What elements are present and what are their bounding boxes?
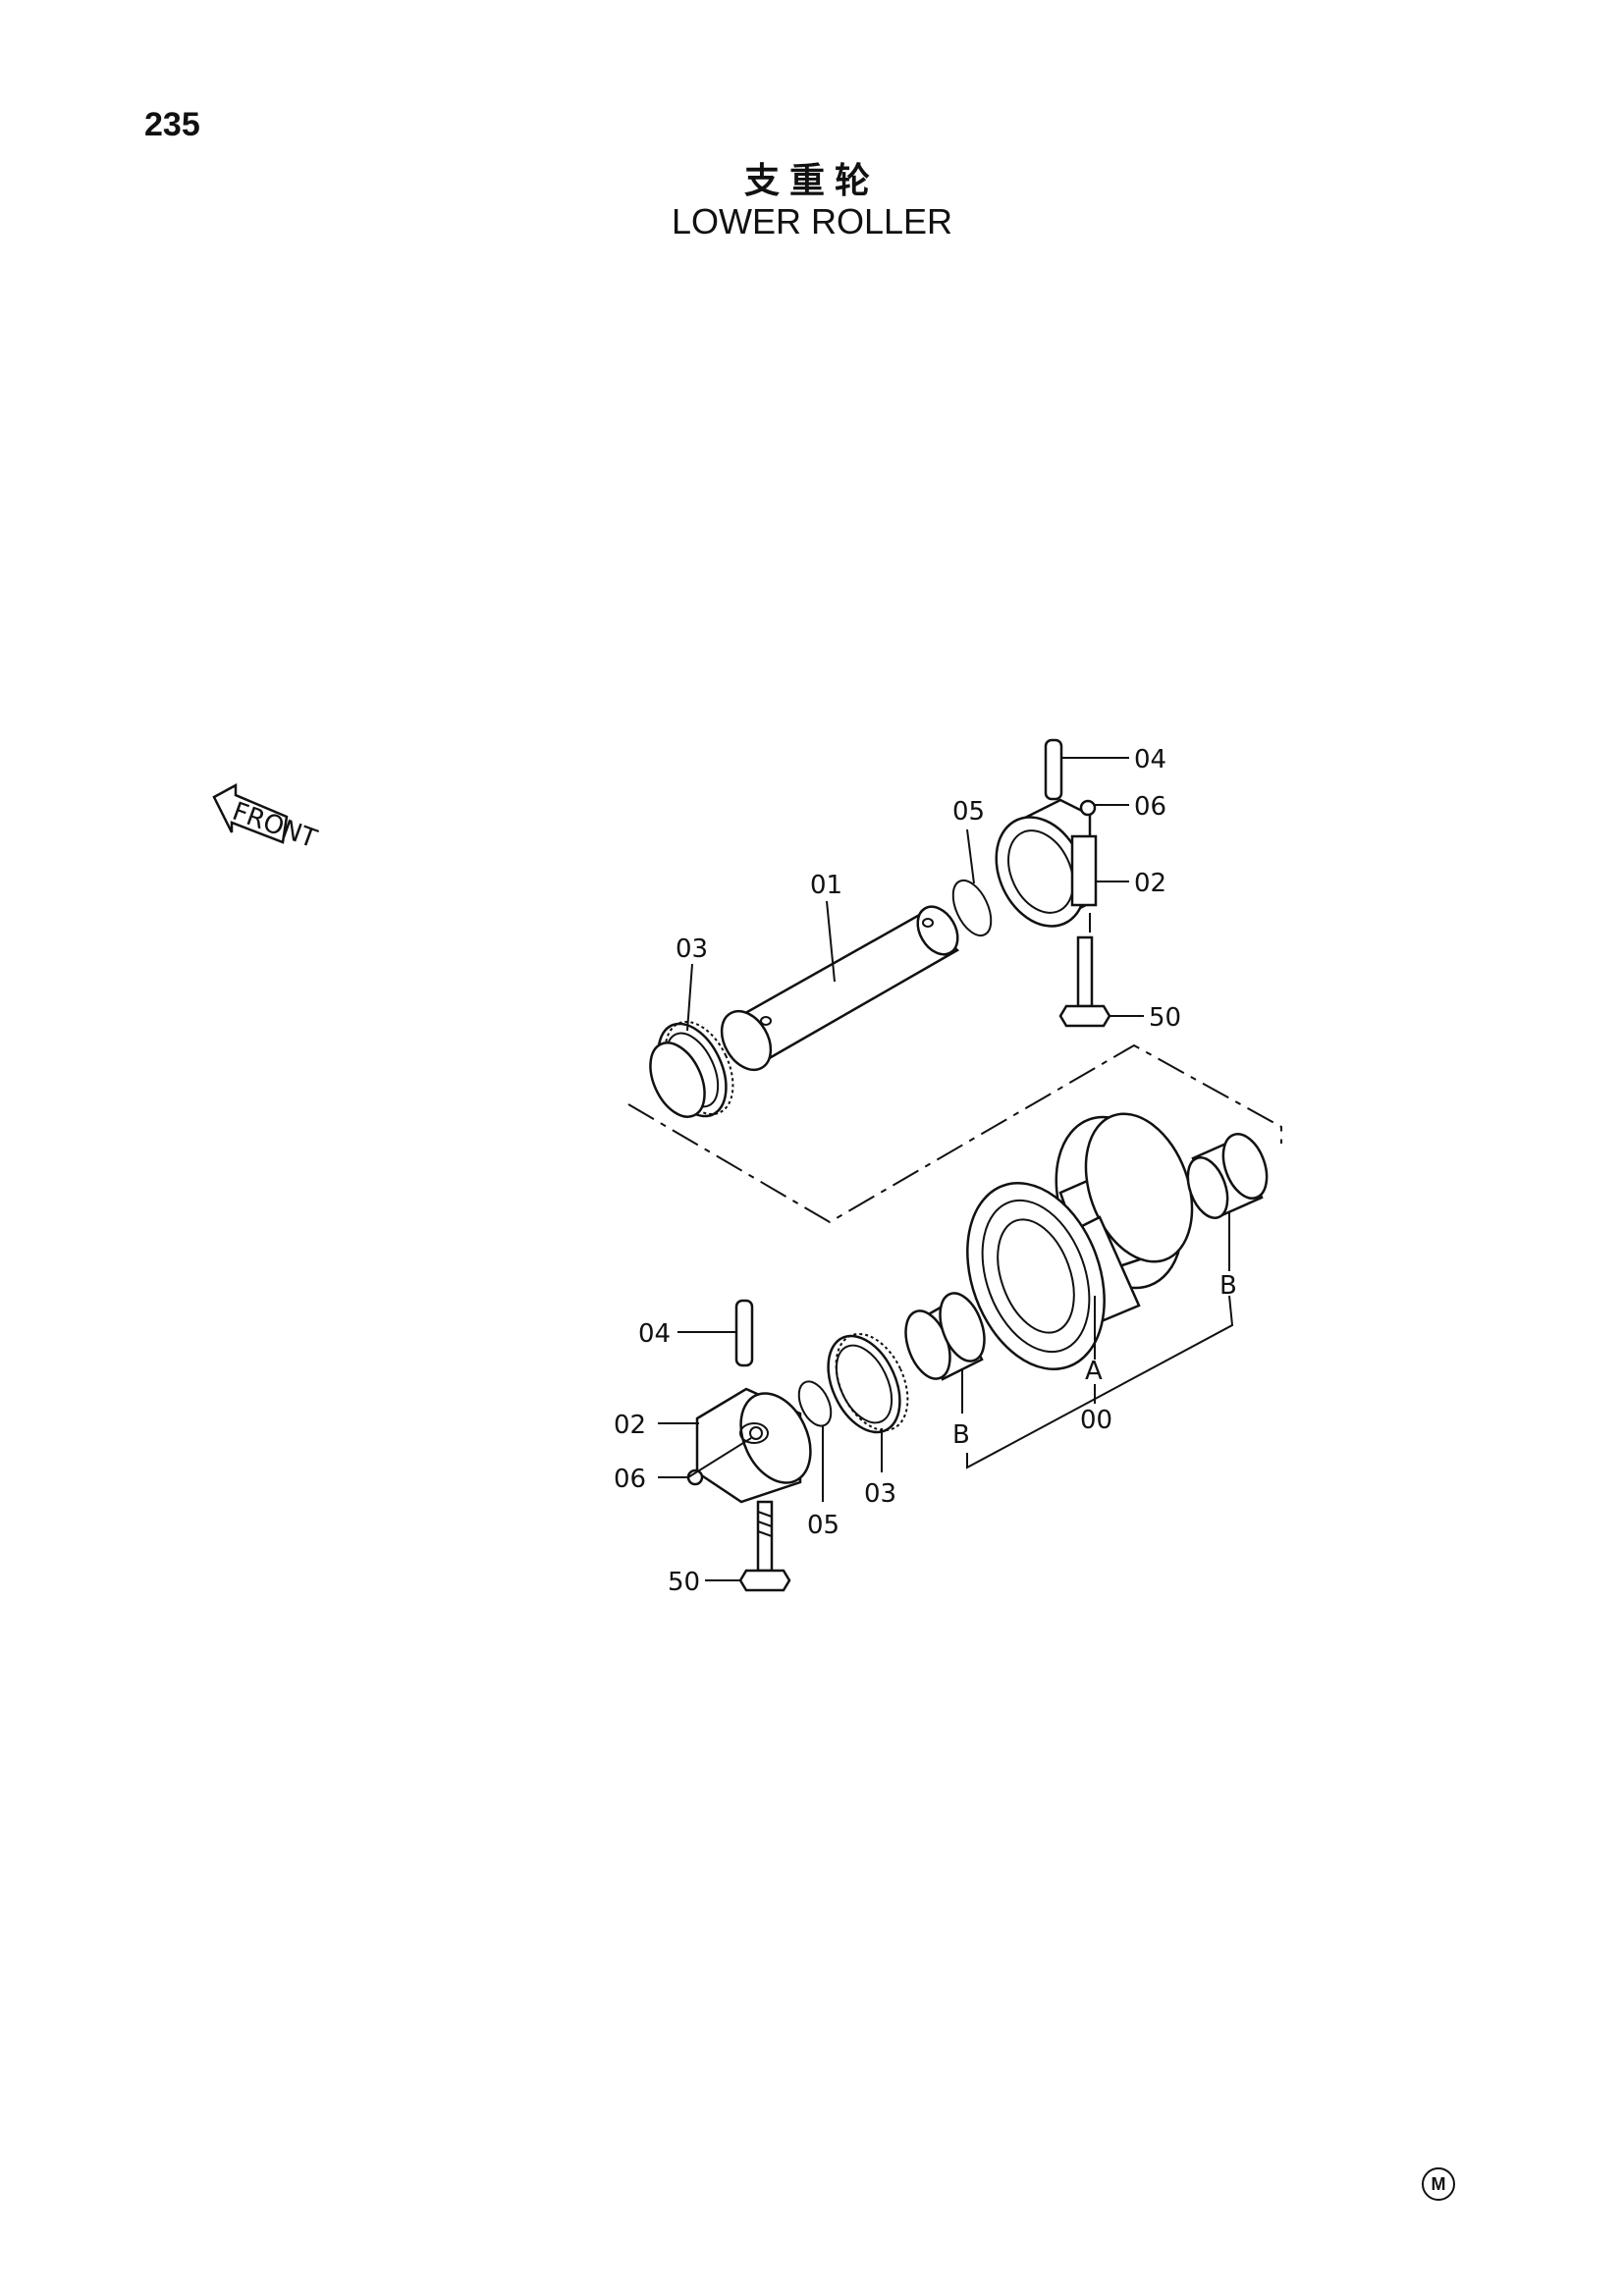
- callout-00: 00: [1080, 1406, 1112, 1435]
- seal-03-upper: [649, 1020, 734, 1118]
- assembly-frame-dashed: [627, 1043, 1282, 1224]
- callout-b-right: B: [1219, 1271, 1237, 1301]
- callout-a: A: [1085, 1357, 1103, 1386]
- pin-04-lower: [734, 1299, 754, 1367]
- front-label: FRONT: [229, 797, 321, 855]
- plug-06-upper: [1079, 799, 1097, 817]
- callout-50-lower: 50: [668, 1568, 700, 1597]
- title-english: LOWER ROLLER: [671, 201, 953, 241]
- oring-05-lower: [797, 1380, 833, 1427]
- callout-06-upper: 06: [1134, 792, 1166, 822]
- collar-02-upper: [995, 798, 1098, 928]
- bolt-50-lower: [738, 1500, 791, 1592]
- title-chinese: 支重轮: [743, 161, 880, 201]
- callout-50-upper: 50: [1149, 1003, 1181, 1033]
- shaft-01: [720, 905, 960, 1072]
- callout-02-upper: 02: [1134, 869, 1166, 898]
- pin-04-upper: [1044, 738, 1063, 801]
- oring-05-upper: [951, 879, 993, 937]
- callout-03-upper: 03: [676, 934, 708, 964]
- callout-03-lower: 03: [864, 1479, 896, 1509]
- callout-02-lower: 02: [614, 1411, 646, 1440]
- collar-02-lower: [695, 1387, 812, 1504]
- callout-b-left: B: [952, 1420, 970, 1450]
- callout-04-upper: 04: [1134, 745, 1166, 774]
- callout-05-upper: 05: [952, 797, 985, 827]
- bolt-50-upper: [1058, 913, 1111, 1028]
- callout-05-lower: 05: [807, 1511, 839, 1540]
- manufacturer-mark-icon: M: [1422, 2167, 1455, 2201]
- callout-06-lower: 06: [614, 1465, 646, 1494]
- bushing-b-right: [1186, 1133, 1269, 1219]
- callout-04-lower: 04: [638, 1319, 671, 1349]
- seal-03-lower: [827, 1332, 909, 1434]
- roller-00: [966, 1112, 1194, 1370]
- callout-01: 01: [810, 871, 842, 900]
- front-arrow-icon: FRONT: [212, 782, 321, 855]
- page-number: 235: [144, 106, 200, 143]
- bushing-b-left: [904, 1292, 986, 1381]
